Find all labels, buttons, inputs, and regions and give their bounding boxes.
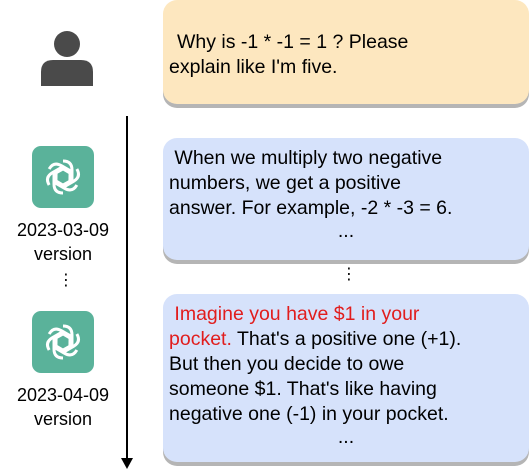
user-avatar-icon	[41, 31, 93, 86]
model-version-label-1: 2023-03-09 version	[8, 218, 118, 266]
answer-line: When we multiply two negative	[169, 147, 443, 169]
openai-knot-icon	[43, 159, 83, 195]
answer-line: negative one (-1) in your pocket.	[169, 403, 449, 425]
answer-text: That's a positive one (+1).	[231, 328, 462, 350]
answer-line: answer. For example, -2 * -3 = 6.	[169, 197, 453, 219]
timeline-arrow-head-icon	[121, 458, 133, 469]
chatgpt-logo-icon	[32, 146, 94, 208]
timeline-ellipsis: ⋮	[58, 272, 74, 289]
version-word: version	[33, 409, 93, 429]
openai-knot-icon	[46, 324, 80, 360]
answer-line: But then you decide to owe	[169, 353, 405, 375]
highlighted-answer-text: pocket.	[169, 328, 232, 350]
answer-line: someone $1. That's like having	[169, 378, 437, 400]
timeline-arrow-line	[126, 116, 128, 462]
model-version-label-2: 2023-04-09 version	[8, 383, 118, 431]
answer-line: pocket. That's a positive one (+1).	[169, 327, 523, 352]
question-line: explain like I'm five.	[169, 56, 338, 78]
version-word: version	[33, 244, 93, 264]
chatgpt-logo-icon	[32, 311, 94, 373]
model-answer-bubble-2: Imagine you have $1 in your pocket. That…	[163, 294, 529, 462]
between-answers-ellipsis: ⋮	[341, 266, 357, 283]
highlighted-answer-text: Imagine you have $1 in your	[169, 303, 420, 325]
model-answer-bubble-1: When we multiply two negative numbers, w…	[163, 138, 529, 260]
answer-ellipsis: ...	[337, 220, 355, 242]
answer-line: numbers, we get a positive	[169, 172, 401, 194]
user-question-bubble: Why is -1 * -1 = 1 ? Please explain like…	[163, 0, 529, 104]
answer-ellipsis: ...	[337, 426, 355, 448]
question-line: Why is -1 * -1 = 1 ? Please	[177, 31, 409, 53]
version-date: 2023-03-09	[16, 220, 110, 240]
version-date: 2023-04-09	[16, 385, 110, 405]
